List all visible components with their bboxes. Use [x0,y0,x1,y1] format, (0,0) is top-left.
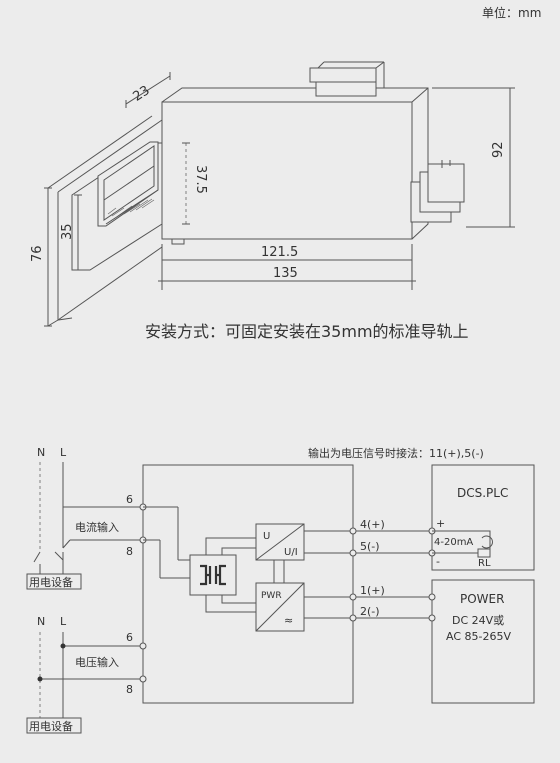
dcs-minus: - [436,555,440,568]
dim-92-label: 92 [491,141,506,158]
pwr-label: PWR [261,591,282,601]
dim-76-label: 76 [30,245,45,262]
bottom-equipment-box [26,717,82,734]
power-box [431,579,535,704]
dim-121-5: 121.5 [161,244,413,290]
ui-u-label: U [263,531,270,542]
bottom-pin-6: 6 [126,631,133,644]
dim-23-label: 23 [131,83,153,105]
power-supply: POWER DC 24V或 AC 85-265V [428,579,535,704]
output-note: 输出为电压信号时接法：11(+),5(-) [308,446,484,460]
top-circuit: N L 电流输入 6 8 用电设备 [26,446,147,590]
top-equipment-box [26,573,82,590]
top-equipment-label: 用电设备 [29,575,73,589]
dim-121-5-label: 121.5 [261,245,298,260]
bottom-equipment-label: 用电设备 [29,719,73,733]
bottom-n-label: N [37,615,45,628]
top-input-label: 电流输入 [75,520,119,534]
power-line-1: DC 24V或 [452,614,504,627]
din-rail [47,115,163,327]
dcs-plc: DCS.PLC + - 4-20mA RL [428,464,535,571]
dcs-plc-title: DCS.PLC [457,486,508,500]
dim-135: 135 [158,266,416,282]
top-pin-6: 6 [126,493,133,506]
dim-35: 35 [60,194,82,271]
pin-5-label: 5(-) [360,540,380,553]
dim-135-label: 135 [273,266,298,281]
pwr-wave: ≈ [284,614,293,627]
dim-76: 76 [30,187,52,327]
dim-37-5: 37.5 [182,142,208,225]
top-terminal-block [309,67,377,83]
dcs-plus: + [436,517,445,530]
pin-2-label: 2(-) [360,605,380,618]
top-pin-8: 8 [126,545,133,558]
mounting-text: 安装方式：可固定安装在35mm的标准导轨上 [145,322,469,341]
device-body [161,101,413,240]
bottom-l-label: L [60,615,67,628]
dcs-rl: RL [478,558,491,569]
top-l-label: L [60,446,67,459]
bottom-circuit: N L 电压输入 6 8 用电设备 [26,615,147,734]
internal-wiring: U U/I PWR ≈ [143,506,353,632]
output-pins: 4(+) 5(-) 1(+) 2(-) [349,518,432,622]
pin-1-label: 1(+) [360,584,385,597]
dim-35-label: 35 [60,223,75,240]
dcs-range: 4-20mA [434,537,473,548]
top-n-label: N [37,446,45,459]
power-line-2: AC 85-265V [446,630,511,643]
device-outline [161,61,465,245]
dim-92: 92 [432,87,515,228]
bottom-input-label: 电压输入 [75,655,119,669]
device-foot [171,238,185,245]
unit-label: 单位：mm [482,5,541,20]
pin-4-label: 4(+) [360,518,385,531]
bottom-pin-8: 8 [126,683,133,696]
power-title: POWER [460,592,504,606]
dim-37-5-label: 37.5 [193,165,208,194]
module-box [142,464,354,704]
ui-ui-label: U/I [284,547,298,558]
sensor-symbol [189,554,237,596]
